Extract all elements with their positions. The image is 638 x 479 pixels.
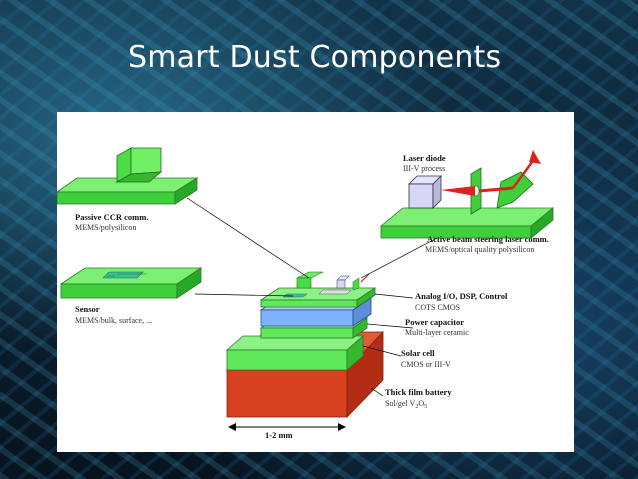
power-capacitor-title: Power capacitor — [405, 317, 464, 327]
laser-diode-subtitle: III-V process — [403, 164, 445, 173]
analog-dsp-subtitle: COTS CMOS — [415, 303, 460, 312]
power-capacitor-subtitle: Multi-layer ceramic — [405, 328, 469, 337]
laser-beam — [441, 150, 541, 196]
scale-label: 1-2 mm — [265, 430, 293, 440]
passive-ccr-block — [57, 147, 199, 205]
sensor-title: Sensor — [75, 304, 100, 314]
beam-steering-title: Active beam steering laser comm. — [427, 234, 549, 244]
beam-steering-subtitle: MEMS/optical quality polysilicon — [425, 245, 534, 254]
laser-diode-title: Laser diode — [403, 153, 446, 163]
leader-lines — [186, 197, 438, 397]
battery-subtitle: Sol/gel V2O5 — [385, 399, 427, 410]
passive-ccr-subtitle: MEMS/polysilicon — [75, 223, 136, 232]
beam-steering-block — [379, 167, 555, 239]
battery-title: Thick film battery — [385, 387, 452, 397]
battery-subtitle-prefix: Sol/gel V — [385, 399, 416, 408]
analog-dsp-title: Analog I/O, DSP, Control — [415, 291, 508, 301]
diagram-panel: Passive CCR comm. MEMS/polysilicon Senso… — [57, 112, 574, 452]
solar-cell-title: Solar cell — [401, 348, 435, 358]
battery-subtitle-sub2: 5 — [424, 404, 427, 410]
smart-dust-diagram: Passive CCR comm. MEMS/polysilicon Senso… — [57, 147, 555, 440]
sensor-block — [59, 267, 203, 299]
passive-ccr-title: Passive CCR comm. — [75, 212, 148, 222]
slide-title: Smart Dust Components — [128, 40, 502, 75]
solar-cell-subtitle: CMOS or III-V — [401, 360, 451, 369]
top-component-layer — [259, 271, 377, 308]
solar-cell-layer — [225, 335, 365, 371]
sensor-subtitle: MEMS/bulk, surface, ... — [75, 316, 152, 325]
battery-subtitle-mid: O — [418, 399, 424, 408]
battery-subtitle-sub1: 2 — [415, 404, 418, 410]
